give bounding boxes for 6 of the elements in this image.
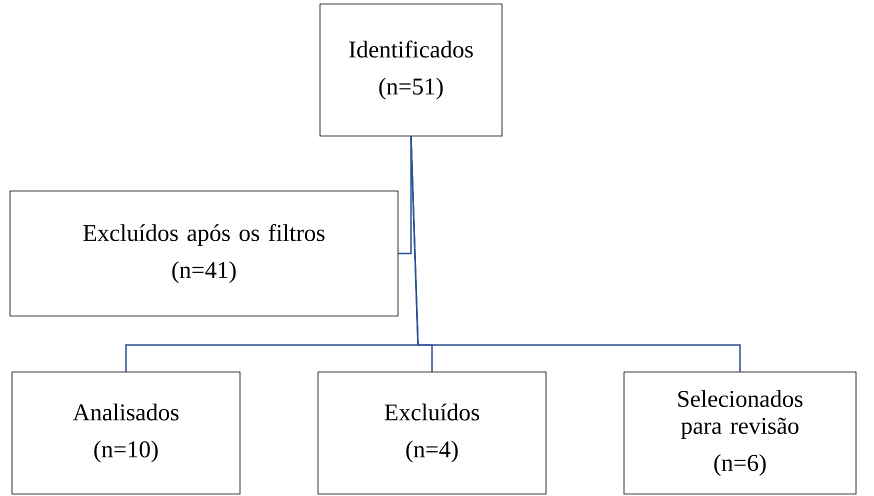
process-box: Excluídos (n=4) [318, 372, 546, 494]
process-box: Identificados (n=51) [320, 4, 502, 136]
process-box: Analisados (n=10) [12, 372, 240, 494]
process-box: Excluídos após os filtros (n=41) [10, 190, 398, 316]
connector-line [410, 136, 741, 372]
process-box: Selecionados para revisão (n=6) [624, 372, 856, 494]
